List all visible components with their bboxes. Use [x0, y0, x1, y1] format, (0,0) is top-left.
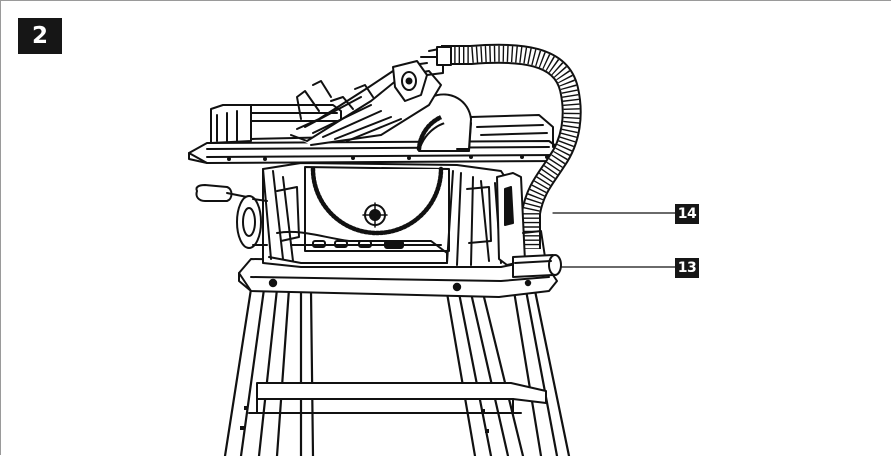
- callout-14: 14: [675, 204, 699, 224]
- table-top: [188, 140, 564, 164]
- callout-13: 13: [675, 258, 699, 278]
- stand-top-frame: [238, 258, 558, 298]
- height-adjust-handwheel: [195, 184, 268, 249]
- stand-crossbar: [248, 290, 547, 414]
- leader-lines: [552, 212, 676, 268]
- extraction-port: [512, 254, 562, 278]
- dust-hose: [436, 43, 582, 249]
- lower-blade: [310, 166, 444, 236]
- stand-legs: [223, 279, 571, 456]
- figure-number-badge: 2: [18, 18, 62, 54]
- blade-guard: [290, 48, 472, 152]
- rip-fence: [210, 104, 342, 144]
